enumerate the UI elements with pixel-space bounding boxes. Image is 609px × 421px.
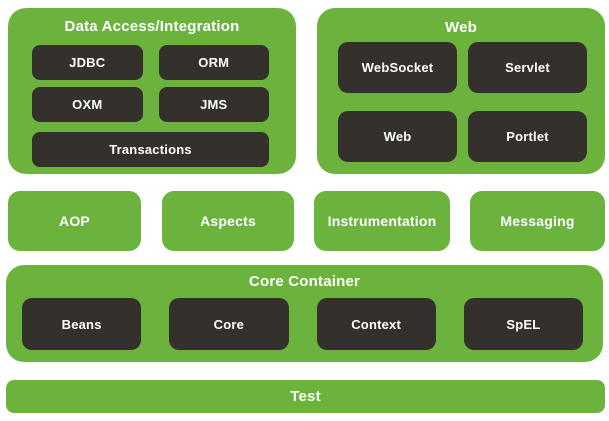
layer-core-container: Core Container Beans Core Context SpEL <box>6 265 603 362</box>
module-beans: Beans <box>22 298 142 350</box>
data-access-modules: JDBC ORM OXM JMS Transactions <box>32 45 269 167</box>
module-core: Core <box>169 298 289 350</box>
layer-web: Web WebSocket Servlet Web Portlet <box>317 8 605 174</box>
core-container-title: Core Container <box>248 273 361 290</box>
module-spel: SpEL <box>463 298 583 350</box>
data-access-layer-title: Data Access/Integration <box>64 18 240 35</box>
module-websocket: WebSocket <box>338 42 457 93</box>
module-oxm: OXM <box>32 87 143 122</box>
module-context: Context <box>316 298 436 350</box>
module-servlet: Servlet <box>468 42 587 93</box>
layer-messaging: Messaging <box>470 191 605 251</box>
module-transactions: Transactions <box>32 132 269 167</box>
module-web: Web <box>338 111 457 162</box>
web-layer-title: Web <box>445 19 477 36</box>
module-orm: ORM <box>158 45 269 80</box>
layer-instrumentation: Instrumentation <box>314 191 450 251</box>
web-modules: WebSocket Servlet Web Portlet <box>338 42 587 162</box>
layer-test: Test <box>6 380 605 413</box>
module-jms: JMS <box>158 87 269 122</box>
layer-aop: AOP <box>8 191 141 251</box>
module-portlet: Portlet <box>468 111 587 162</box>
module-jdbc: JDBC <box>32 45 143 80</box>
core-container-modules: Beans Core Context SpEL <box>22 298 583 350</box>
layer-aspects: Aspects <box>162 191 294 251</box>
layer-data-access-integration: Data Access/Integration JDBC ORM OXM JMS… <box>8 8 296 174</box>
